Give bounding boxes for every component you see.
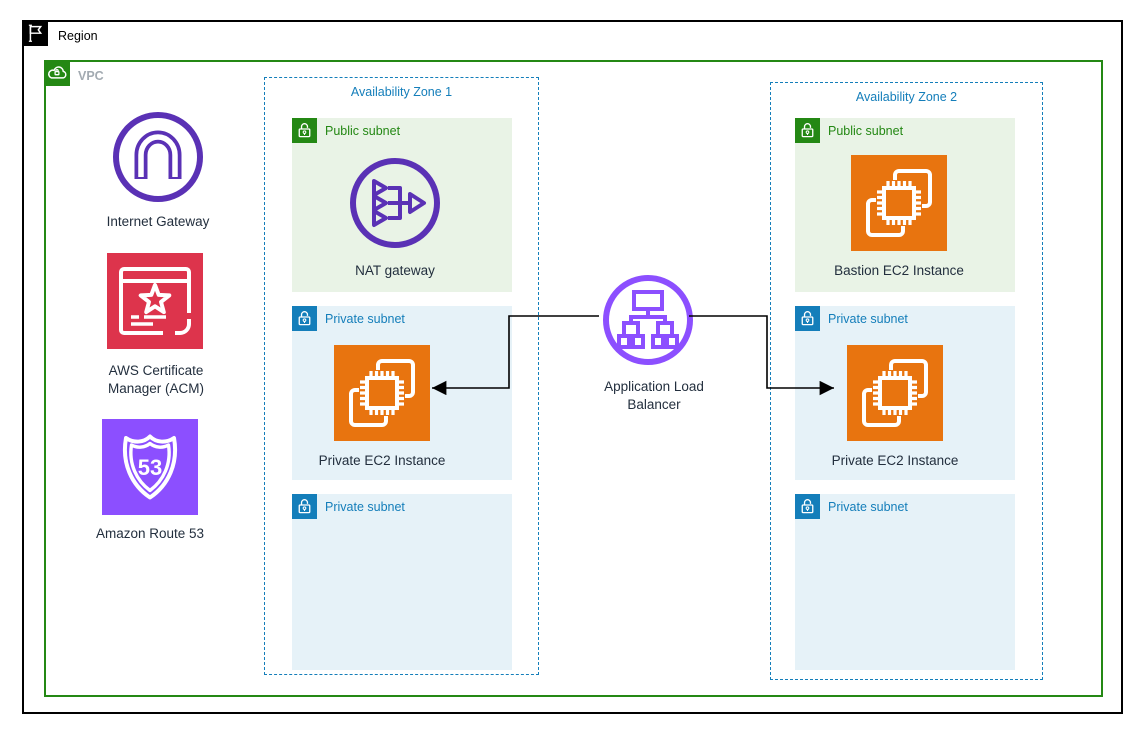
acm-label: AWS Certificate Manager (ACM)	[107, 363, 205, 396]
internet-gateway-node: Internet Gateway	[107, 109, 209, 229]
az2-private-ec2-node: Private EC2 Instance	[832, 345, 958, 468]
acm-node: AWS Certificate Manager (ACM)	[107, 253, 204, 396]
az1-public-subnet: Public subnet NAT gateway	[292, 118, 512, 292]
az1-private-ec2-node: Private EC2 Instance	[319, 345, 445, 468]
vpc-cloud-icon	[44, 60, 70, 86]
availability-zone-1: Availability Zone 1 Public subnet NAT ga…	[264, 77, 539, 675]
az1-private-ec2-label: Private EC2 Instance	[318, 453, 446, 468]
vpc-container: VPC Internet Gateway AWS Certificate Man…	[44, 60, 1103, 697]
private-subnet-lock-icon	[292, 306, 317, 331]
nat-gateway-label: NAT gateway	[355, 263, 435, 278]
ec2-instance-icon	[334, 345, 430, 441]
alb-node: Application Load Balancer	[600, 272, 704, 412]
az1-private-subnet-2: Private subnet	[292, 494, 512, 670]
az1-public-subnet-label: Public subnet	[325, 124, 401, 138]
bastion-ec2-node: Bastion EC2 Instance	[834, 155, 964, 278]
route53-shield-icon	[102, 419, 198, 515]
az2-private-subnet-2: Private subnet	[795, 494, 1015, 670]
route53-node: Amazon Route 53	[96, 419, 204, 541]
az1-private-subnet-1-label: Private subnet	[325, 312, 405, 326]
private-subnet-lock-icon	[795, 494, 820, 519]
region-container: Region VPC Internet Gateway AWS Certific…	[22, 20, 1123, 714]
private-subnet-lock-icon	[292, 494, 317, 519]
bastion-ec2-label: Bastion EC2 Instance	[834, 263, 964, 278]
ec2-instance-icon	[851, 155, 947, 251]
ec2-instance-icon	[847, 345, 943, 441]
alb-label: Application Load Balancer	[604, 379, 704, 412]
az1-private-subnet-2-label: Private subnet	[325, 500, 405, 514]
az2-private-subnet-2-label: Private subnet	[828, 500, 908, 514]
route53-label: Amazon Route 53	[95, 526, 205, 541]
nat-gateway-icon	[347, 155, 443, 251]
internet-gateway-icon	[110, 109, 206, 205]
region-label: Region	[58, 29, 98, 43]
az2-private-subnet-1: Private subnet Private EC2 Instance	[795, 306, 1015, 480]
az2-private-subnet-1-label: Private subnet	[828, 312, 908, 326]
region-flag-icon	[22, 20, 48, 46]
private-subnet-lock-icon	[795, 306, 820, 331]
load-balancer-icon	[600, 272, 696, 368]
az2-private-ec2-label: Private EC2 Instance	[831, 453, 959, 468]
public-subnet-lock-icon	[795, 118, 820, 143]
certificate-icon	[107, 253, 203, 349]
availability-zone-1-title: Availability Zone 1	[350, 85, 453, 99]
public-subnet-lock-icon	[292, 118, 317, 143]
nat-gateway-node: NAT gateway	[347, 155, 443, 278]
vpc-label: VPC	[78, 69, 104, 83]
internet-gateway-label: Internet Gateway	[106, 214, 210, 229]
az2-public-subnet: Public subnet Bastion EC2 Instance	[795, 118, 1015, 292]
az1-private-subnet-1: Private subnet Private EC2 Instance	[292, 306, 512, 480]
availability-zone-2-title: Availability Zone 2	[855, 90, 958, 104]
az2-public-subnet-label: Public subnet	[828, 124, 904, 138]
availability-zone-2: Availability Zone 2 Public subnet Bastio…	[770, 82, 1043, 680]
